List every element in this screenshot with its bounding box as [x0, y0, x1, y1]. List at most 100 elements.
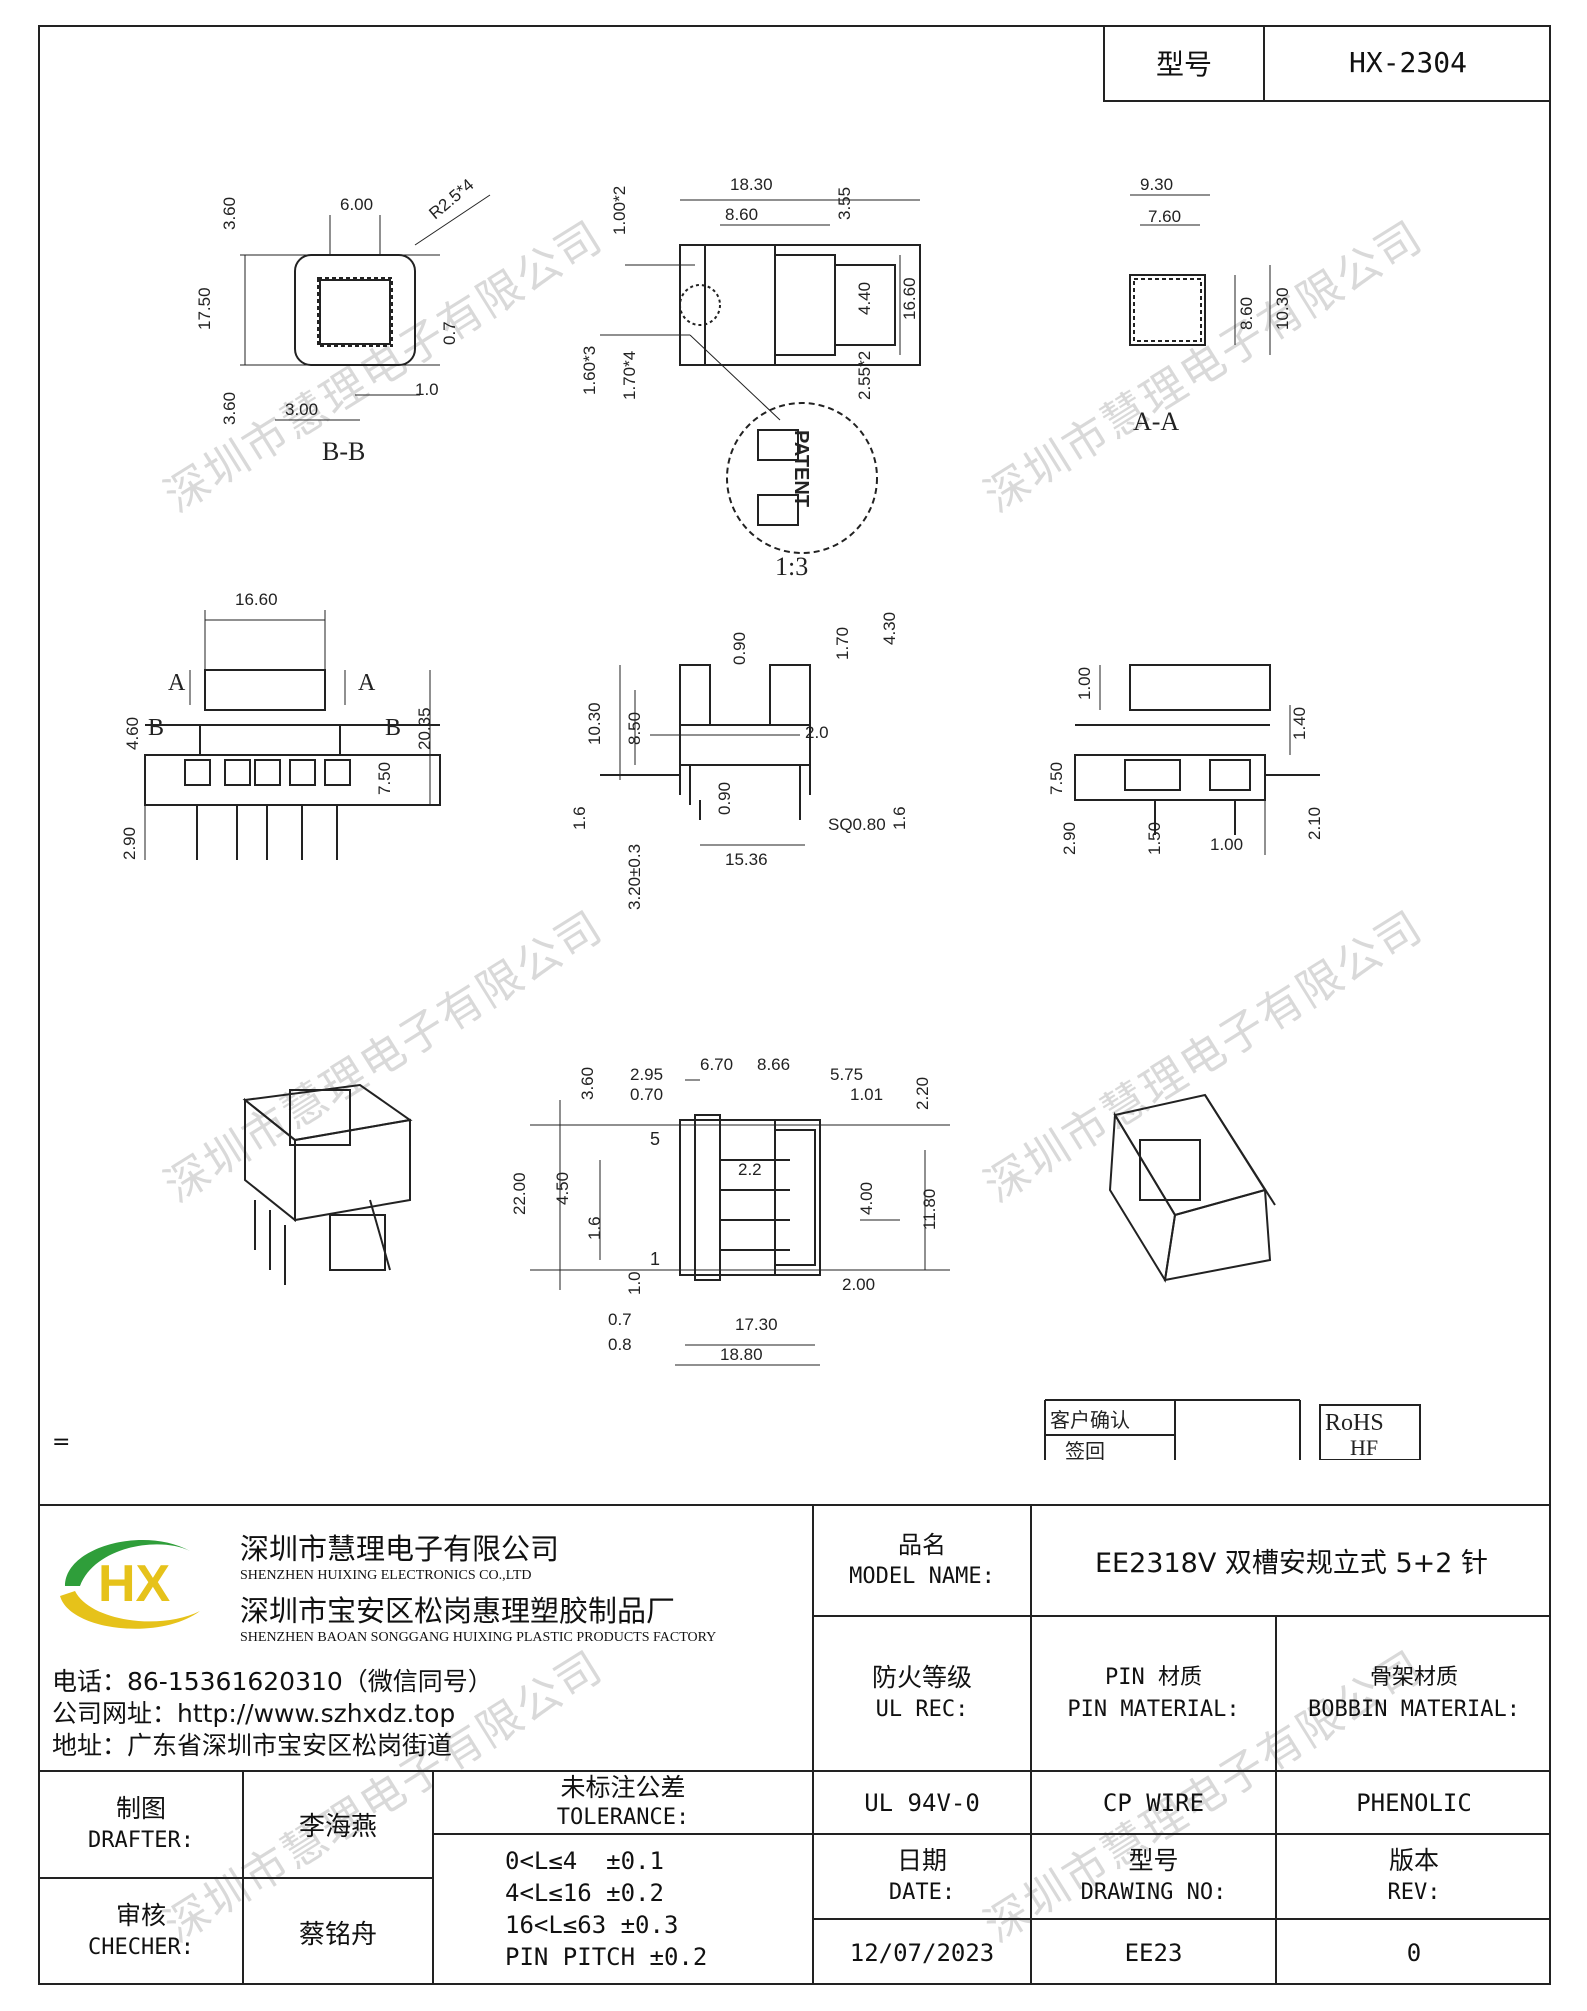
date-label: 日期 DATE:	[814, 1835, 1030, 1918]
dim-text: 4.00	[857, 1182, 876, 1215]
pin-number: 1	[650, 1249, 660, 1269]
dim-text: 15.36	[725, 850, 768, 869]
section-mark: A	[168, 670, 186, 696]
dim-text: 5.75	[830, 1065, 863, 1084]
view-bb	[240, 194, 491, 421]
dim-text: 6.70	[700, 1055, 733, 1074]
dim-text: 9.30	[1140, 175, 1173, 194]
rev-value: 0	[1406, 1938, 1422, 1967]
view-label-aa: A-A	[1133, 407, 1179, 436]
dim-text: 6.00	[340, 195, 373, 214]
tolerance-en: TOLERANCE:	[556, 1804, 690, 1830]
tb-divider	[432, 1770, 434, 1985]
dim-text: 1.6	[890, 806, 909, 830]
detail-text: PATENT	[790, 430, 812, 507]
view-bottom	[530, 1079, 950, 1366]
dim-text: 7.60	[1148, 207, 1181, 226]
tb-divider	[38, 1770, 1551, 1772]
dim-text: 8.66	[757, 1055, 790, 1074]
rev-cn: 版本	[1388, 1845, 1439, 1875]
company-name-en: SHENZHEN HUIXING ELECTRONICS CO.,LTD	[240, 1568, 532, 1583]
view-iso-right	[1108, 1093, 1276, 1283]
view-top	[600, 199, 921, 554]
dim-text: 3.60	[578, 1067, 597, 1100]
dim-text: 18.80	[720, 1345, 763, 1364]
logo-letters: HX	[98, 1555, 171, 1613]
dim-text: 10.30	[1273, 287, 1292, 330]
view-aa	[1129, 194, 1271, 355]
detail-scale: 1:3	[775, 552, 808, 581]
dim-text: 2.55*2	[855, 351, 874, 400]
dim-text: 4.30	[880, 612, 899, 645]
tolerance-item: 16<L≤63 ±0.3	[505, 1911, 679, 1939]
date-cn: 日期	[896, 1845, 947, 1875]
tolerance-cn: 未标注公差	[560, 1772, 686, 1802]
dim-text: 0.90	[715, 782, 734, 815]
view-front	[144, 610, 441, 860]
dim-text: R2.5*4	[425, 175, 477, 223]
drafter-name: 李海燕	[298, 1812, 377, 1842]
bobbin-value: PHENOLIC	[1356, 1788, 1472, 1817]
stray-mark: =	[52, 1430, 71, 1455]
tb-divider	[1275, 1615, 1277, 1985]
dim-text: 1.6	[570, 806, 589, 830]
header-model-box: 型号 HX-2304	[1103, 25, 1551, 102]
dim-text: 17.50	[195, 287, 214, 330]
dim-text: 1.0	[415, 380, 439, 399]
view-side	[600, 664, 811, 846]
dim-text: 2.95	[630, 1065, 663, 1084]
pin-value: CP WIRE	[1102, 1788, 1205, 1817]
pin-number: 5	[650, 1129, 660, 1149]
dim-text: 22.00	[510, 1172, 529, 1215]
dim-text: 3.60	[220, 392, 239, 425]
company-website[interactable]: 公司网址：http://www.szhxdz.top	[52, 1699, 456, 1728]
date-en: DATE:	[888, 1879, 956, 1905]
dim-text: 2.20	[913, 1077, 932, 1110]
dim-text: 1.01	[850, 1085, 883, 1104]
checker-label: 审核 CHECHER:	[40, 1879, 242, 1985]
tb-divider	[812, 1918, 1551, 1920]
dim-text: 11.80	[920, 1189, 939, 1230]
tolerance-item: PIN PITCH ±0.2	[505, 1943, 708, 1971]
rev-en: REV:	[1387, 1879, 1441, 1905]
dim-text: 7.50	[1047, 762, 1066, 795]
drawing-frame	[38, 25, 1551, 1985]
header-model-label: 型号	[1105, 25, 1265, 100]
section-mark: B	[148, 715, 164, 741]
tb-divider	[812, 1504, 814, 1985]
drafter-label: 制图 DRAFTER:	[40, 1772, 242, 1877]
company-address: 地址：广东省深圳市宝安区松岗街道	[52, 1731, 453, 1760]
header-model-value: HX-2304	[1348, 46, 1467, 79]
dim-text: 2.90	[1060, 822, 1079, 855]
dim-text: 0.90	[730, 632, 749, 665]
pin-en: PIN MATERIAL:	[1067, 1696, 1240, 1722]
rev-label: 版本 REV:	[1277, 1835, 1551, 1918]
dim-text: 7.50	[375, 762, 394, 795]
model-name-en: MODEL NAME:	[849, 1563, 995, 1589]
company-block: HX 深圳市慧理电子有限公司 SHENZHEN HUIXING ELECTRON…	[40, 1506, 812, 1770]
dim-text: 3.00	[285, 400, 318, 419]
tolerance-item: 0<L≤4 ±0.1	[505, 1847, 664, 1875]
dim-text: 2.10	[1305, 807, 1324, 840]
dim-text: 1.00	[1075, 667, 1094, 700]
bobbin-material-label: 骨架材质 BOBBIN MATERIAL:	[1277, 1617, 1551, 1770]
drawing-no-value: EE23	[1124, 1938, 1183, 1967]
customer-confirm-label: 客户确认	[1050, 1409, 1130, 1432]
dim-text: SQ0.80	[828, 815, 886, 834]
dim-text: 4.60	[123, 717, 142, 750]
drawing-en: DRAWING NO:	[1080, 1879, 1227, 1905]
dim-text: 16.60	[235, 590, 278, 609]
view-label-bb: B-B	[322, 437, 365, 466]
section-mark: A	[358, 670, 376, 696]
drawing-cn: 型号	[1128, 1845, 1179, 1875]
dim-text: 1.6	[585, 1216, 604, 1240]
view-iso-left	[242, 1083, 413, 1285]
checker-en: CHECHER:	[88, 1935, 194, 1960]
ul-en: UL REC:	[875, 1696, 969, 1722]
tb-divider	[812, 1833, 1551, 1835]
company-phone: 电话：86-15361620310（微信同号）	[52, 1667, 493, 1696]
company-logo: HX	[60, 1539, 200, 1629]
tb-divider	[1030, 1504, 1032, 1985]
bobbin-en: BOBBIN MATERIAL:	[1308, 1696, 1520, 1722]
sign-back-label: 签回	[1065, 1440, 1105, 1460]
